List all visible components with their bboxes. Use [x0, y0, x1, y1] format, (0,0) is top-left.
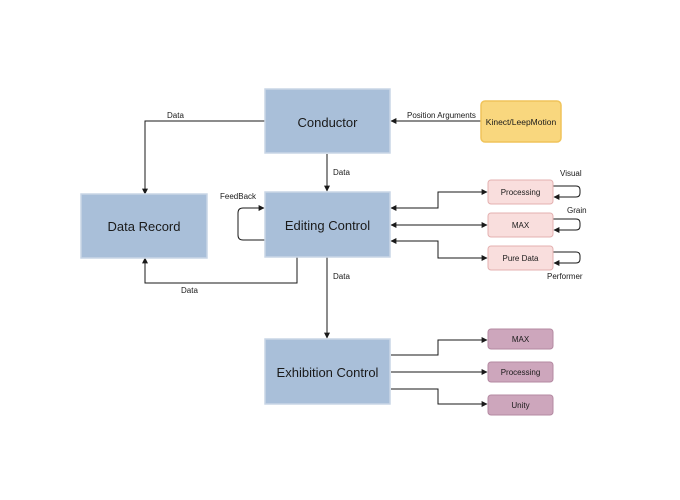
edge-label-editing-record-data: Data — [181, 286, 198, 295]
edge-exhibition-max — [391, 337, 488, 356]
edge-editing-pure-data — [390, 238, 488, 261]
node-unity-label: Unity — [511, 401, 529, 410]
edge-editing-to-data-record — [142, 257, 298, 284]
node-processing-exhibit-label: Processing — [501, 368, 541, 377]
node-data-record: Data Record — [80, 193, 208, 259]
edge-label-position-arguments: Position Arguments — [407, 111, 476, 120]
edge-label-editing-exhibition-data: Data — [333, 272, 350, 281]
node-processing-edit-label: Processing — [501, 188, 541, 197]
node-max-exhibit-label: MAX — [512, 335, 530, 344]
node-max-edit-label: MAX — [512, 221, 530, 230]
node-conductor-label: Conductor — [298, 115, 359, 130]
edge-label-conductor-data: Data — [167, 111, 184, 120]
edge-label-performer: Performer — [547, 272, 583, 281]
node-conductor: Conductor — [264, 88, 391, 154]
node-pure-data-label: Pure Data — [502, 254, 539, 263]
node-processing-exhibit: Processing — [487, 361, 554, 383]
node-data-record-label: Data Record — [108, 219, 181, 234]
edge-label-feedback: FeedBack — [220, 192, 257, 201]
node-max-edit: MAX — [487, 212, 554, 238]
edge-label-conductor-editing-data: Data — [333, 168, 350, 177]
node-exhibition-control: Exhibition Control — [264, 338, 391, 405]
edge-label-grain: Grain — [567, 206, 587, 215]
edge-exhibition-unity — [391, 388, 488, 407]
node-unity: Unity — [487, 394, 554, 416]
edge-processing-self-loop — [553, 185, 581, 200]
node-editing-control: Editing Control — [264, 191, 391, 258]
node-pure-data: Pure Data — [487, 245, 554, 271]
edge-editing-processing — [390, 189, 488, 211]
node-kinect: Kinect/LeepMotion — [480, 100, 562, 143]
edge-label-visual: Visual — [560, 169, 582, 178]
edge-conductor-to-data-record — [142, 120, 265, 195]
node-max-exhibit: MAX — [487, 328, 554, 350]
edge-feedback-loop — [237, 205, 265, 241]
node-kinect-label: Kinect/LeepMotion — [486, 117, 557, 127]
edge-pure-data-self-loop — [553, 251, 581, 266]
node-processing-edit: Processing — [487, 179, 554, 205]
node-exhibition-control-label: Exhibition Control — [277, 365, 379, 380]
node-editing-control-label: Editing Control — [285, 218, 370, 233]
edge-max-self-loop — [553, 218, 581, 233]
